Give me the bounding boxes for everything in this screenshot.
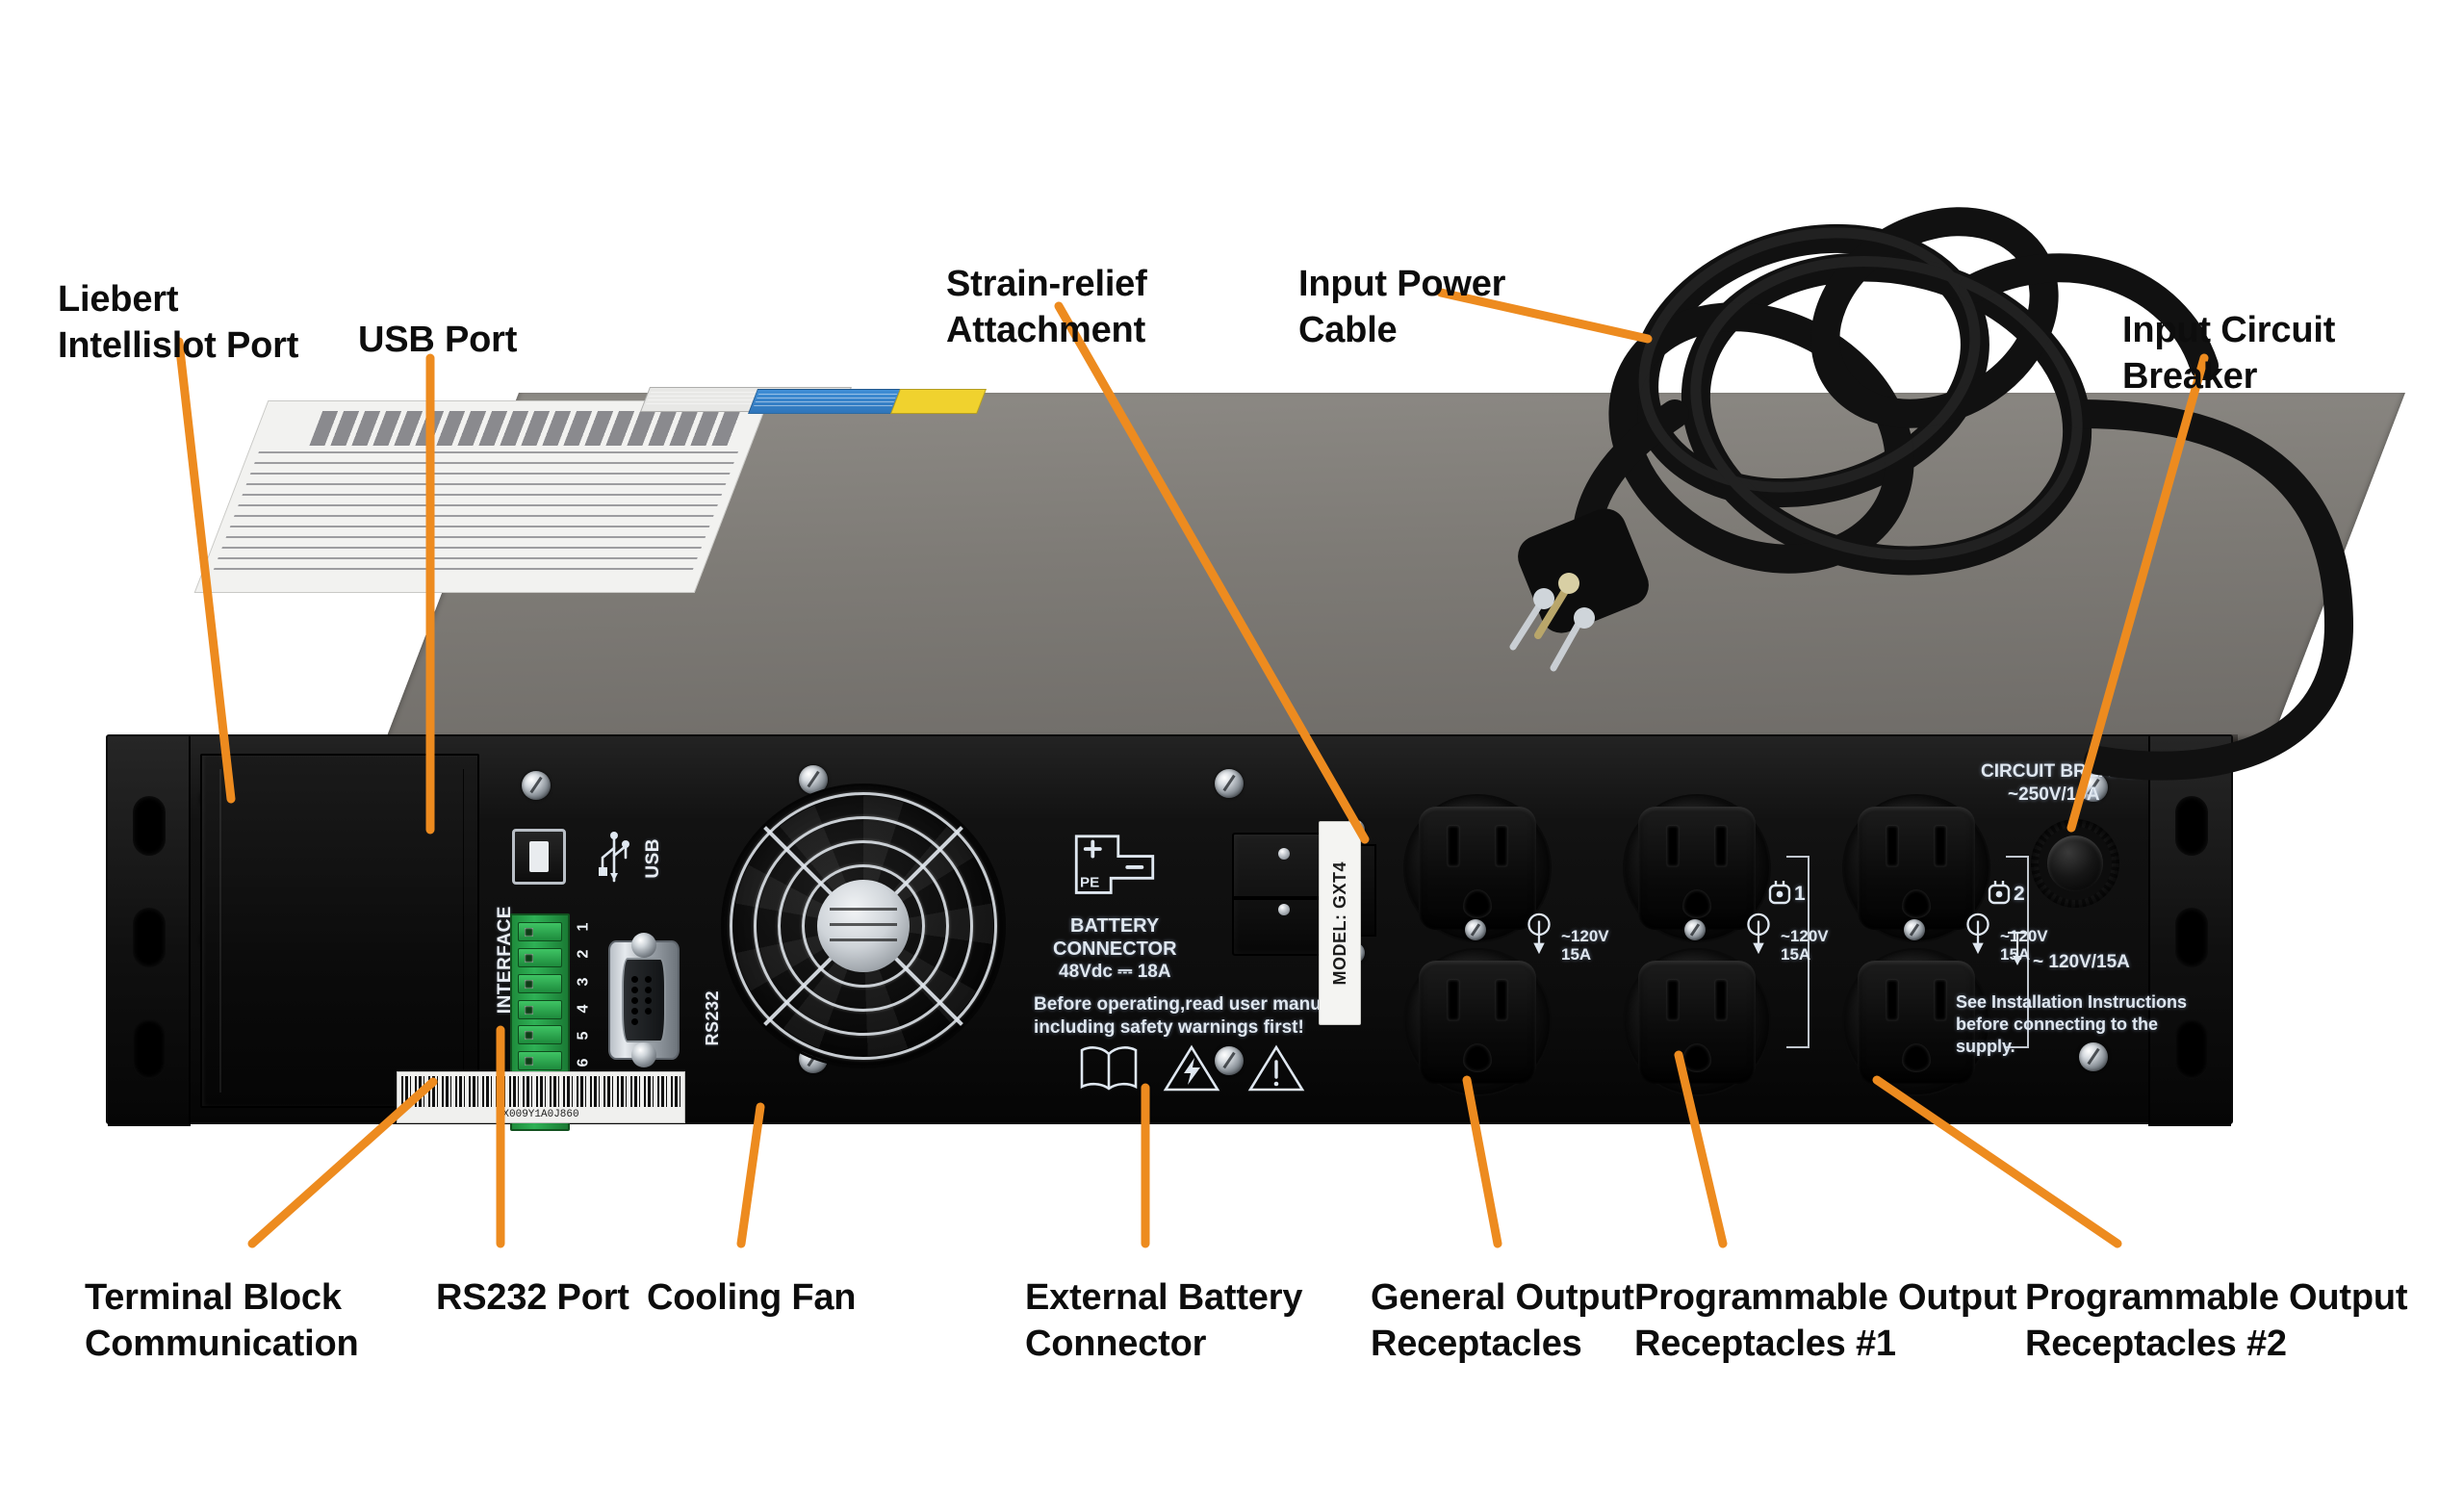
battery-connector-rating: 48Vdc ⎓ 18A [1059, 962, 1171, 982]
usb-port[interactable] [512, 829, 566, 885]
outlet-group-bracket-1 [1786, 856, 1810, 1048]
pin-number: 3 [575, 977, 592, 987]
callout-usb-port: USB Port [358, 320, 518, 360]
rs232-label: RS232 [703, 990, 722, 1046]
outlet-rating-voltage: ~120V [1561, 927, 1609, 945]
pin-number: 1 [575, 922, 592, 932]
rack-ear-right [2148, 736, 2231, 1126]
callout-terminal-block-communication: Terminal Block Communication [85, 1277, 359, 1364]
circuit-breaker-title: CIRCUIT BREAKER [1981, 761, 2151, 782]
general-output-receptacle[interactable] [1405, 796, 1550, 940]
callout-cooling-fan: Cooling Fan [647, 1277, 857, 1318]
chassis-screw [1904, 919, 1925, 940]
warning-text-line-2: including safety warnings first! [1034, 1017, 1304, 1038]
battery-connector-title-2: CONNECTOR [1053, 938, 1177, 960]
chassis-screw [1215, 769, 1244, 798]
general-output-receptacle[interactable] [1405, 950, 1550, 1094]
callout-general-output-receptacles: General Output Receptacles [1371, 1277, 1634, 1364]
usb-label: USB [643, 838, 663, 879]
outlet-rating-voltage: ~120V [2000, 927, 2048, 945]
manual-book-icon [1080, 1046, 1138, 1091]
output-arrow-icon [1527, 913, 1551, 955]
pin-number: 5 [575, 1031, 592, 1041]
input-circuit-breaker[interactable] [2047, 835, 2103, 891]
outlet-rating-current: 15A [2000, 945, 2031, 964]
liebert-intellislot-port[interactable] [200, 754, 479, 1108]
serial-barcode-label: X009Y1A0J860 [397, 1071, 685, 1123]
outlet-rating-current: 15A [1781, 945, 1811, 964]
chassis-screw [1684, 919, 1706, 940]
outlet-group-bracket-2 [2006, 856, 2029, 1048]
chassis-screw [1215, 1046, 1244, 1075]
programmable-output-receptacle-2[interactable] [1844, 950, 1989, 1094]
leader-cooling-fan [736, 1102, 765, 1248]
strain-relief-attachment[interactable] [1317, 810, 1367, 1041]
caution-triangle-icon [1247, 1044, 1305, 1092]
outlet-group-number-1: 1 [1794, 883, 1806, 905]
outlet-rating: ~120V 15A [1561, 927, 1609, 964]
chassis-screw [522, 771, 551, 800]
callout-programmable-output-receptacles-1: Programmable Output Receptacles #1 [1634, 1277, 2017, 1364]
rack-ear-left [108, 736, 191, 1126]
pin-number: 4 [575, 1004, 592, 1014]
battery-connector-title-1: BATTERY [1070, 915, 1160, 937]
output-arrow-icon [1747, 913, 1770, 955]
callout-strain-relief-attachment: Strain-relief Attachment [946, 264, 1147, 350]
pin-number: 2 [575, 949, 592, 959]
input-arrow-icon [2008, 931, 2027, 965]
barcode-text: X009Y1A0J860 [502, 1109, 579, 1120]
programmable-output-receptacle-1[interactable] [1625, 950, 1769, 1094]
chassis-screw [2079, 1042, 2108, 1071]
output-arrow-icon [1966, 913, 1989, 955]
model-label: MODEL: GXT4 [1319, 821, 1361, 1025]
programmable-output-receptacle-2[interactable] [1844, 796, 1989, 940]
programmable-plug-icon [1988, 881, 2011, 905]
callout-external-battery-connector: External Battery Connector [1025, 1277, 1303, 1364]
usb-trident-icon [599, 832, 629, 883]
cooling-fan [724, 786, 1003, 1066]
supply-note-line-3: supply. [1956, 1037, 2015, 1056]
rs232-port[interactable] [608, 933, 680, 1067]
electric-shock-icon [1163, 1044, 1220, 1092]
chassis-screw [1465, 919, 1486, 940]
outlet-rating-current: 15A [1561, 945, 1592, 964]
circuit-breaker-rating: ~250V/10A [2008, 784, 2100, 805]
callout-input-circuit-breaker: Input Circuit Breaker [2122, 310, 2336, 397]
outlet-rating: ~120V 15A [2000, 927, 2048, 964]
chassis-screw [799, 765, 828, 794]
top-sticker-yellow [890, 389, 987, 414]
outlet-rating: ~120V 15A [1781, 927, 1829, 964]
supply-note-line-1: See Installation Instructions [1956, 992, 2188, 1012]
programmable-plug-icon [1768, 881, 1791, 905]
pin-number: 6 [575, 1058, 592, 1067]
rear-face: INTERFACE USB [106, 734, 2233, 1131]
top-caution-label [193, 400, 769, 593]
input-rating: ~ 120V/15A [2033, 952, 2130, 972]
callout-rs232-port: RS232 Port [436, 1277, 629, 1318]
outlet-rating-voltage: ~120V [1781, 927, 1829, 945]
outlet-group-number-2: 2 [2014, 883, 2025, 905]
supply-note-line-2: before connecting to the [1956, 1015, 2159, 1034]
callout-liebert-intellislot-port: Liebert Intellislot Port [58, 279, 299, 366]
ups-rear-panel-photo: INTERFACE USB [106, 387, 2405, 1131]
callout-programmable-output-receptacles-2: Programmable Output Receptacles #2 [2025, 1277, 2408, 1364]
battery-pe-label: PE [1080, 875, 1099, 891]
battery-polarity-icon: PE [1074, 835, 1155, 894]
top-sticker-blue [748, 389, 902, 414]
callout-input-power-cable: Input Power Cable [1298, 264, 1506, 350]
programmable-output-receptacle-1[interactable] [1625, 796, 1769, 940]
warning-text-line-1: Before operating,read user manual [1034, 994, 1337, 1015]
